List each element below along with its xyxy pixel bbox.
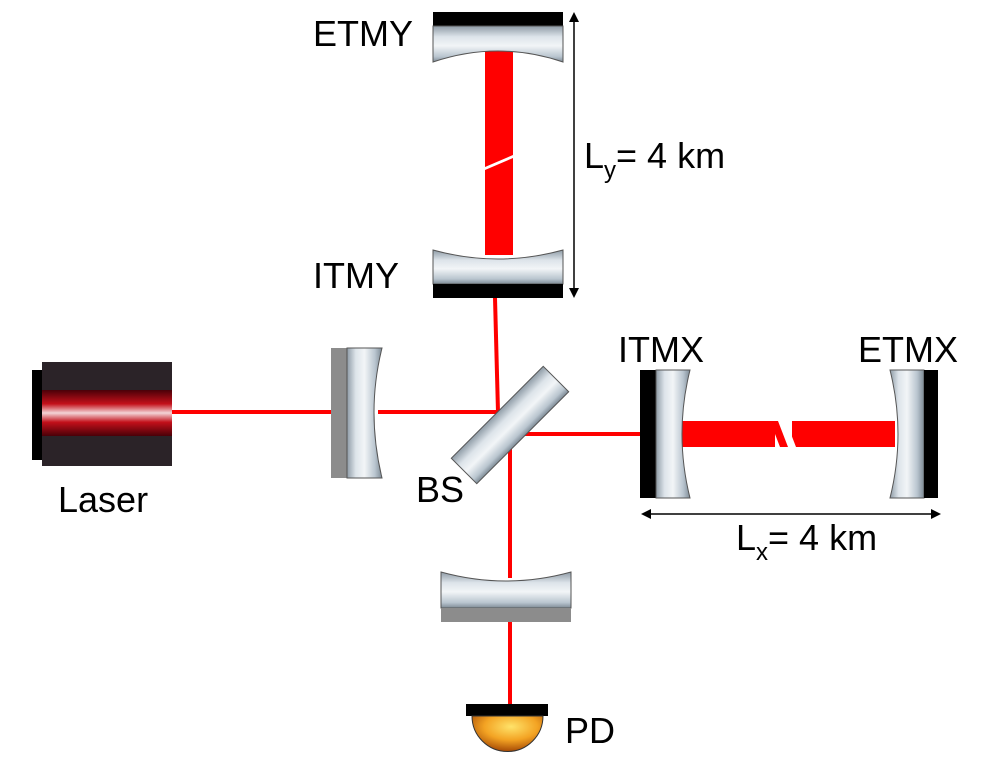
x-arm-beam-right xyxy=(792,421,895,447)
beam-splitter xyxy=(450,365,570,485)
bs-to-itmy-beam xyxy=(493,297,500,413)
x-arm-beam-left xyxy=(680,421,775,447)
y-arm-beam-lower xyxy=(485,170,513,255)
lx-label: Lx= 4 km xyxy=(736,517,877,566)
itmy-mirror xyxy=(432,249,564,298)
laser-source-icon xyxy=(32,362,172,466)
etmx-mirror xyxy=(889,369,938,499)
recycling-mirror xyxy=(331,347,383,479)
pd-label: PD xyxy=(565,710,615,751)
photodiode-icon xyxy=(466,704,548,752)
laser-label: Laser xyxy=(58,479,148,520)
etmx-label: ETMX xyxy=(858,329,958,370)
etmy-label: ETMY xyxy=(313,13,413,54)
output-mirror xyxy=(440,571,572,622)
itmy-label: ITMY xyxy=(313,255,399,296)
ly-label: Ly= 4 km xyxy=(584,135,725,184)
etmy-mirror xyxy=(432,12,564,63)
itmx-label: ITMX xyxy=(618,329,704,370)
itmx-mirror xyxy=(640,369,691,499)
bs-label: BS xyxy=(416,469,464,510)
y-arm-beam-upper xyxy=(485,48,513,158)
